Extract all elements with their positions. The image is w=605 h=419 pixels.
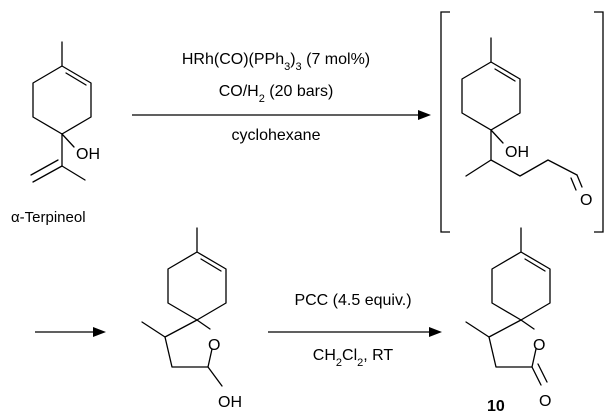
ring-double-bond [200, 258, 222, 272]
step2-condition-solvent: CH2Cl2, RT [313, 347, 394, 369]
isopropenyl-double-bond [30, 159, 63, 183]
methyl-on-ring-bond [141, 321, 166, 338]
step2-condition-oxidant: PCC (4.5 equiv.) [294, 292, 411, 309]
step1-condition-gas: CO/H2 (20 bars) [219, 83, 334, 105]
ring-bonds [461, 61, 521, 131]
side-chain-bonds [465, 129, 578, 177]
left-bracket [440, 11, 450, 233]
ring-double-bond [524, 258, 546, 272]
tetrahydrofuran-bonds [164, 319, 213, 368]
lactone-carbonyl-bond [531, 363, 548, 386]
atom-label-oh: OH [76, 146, 100, 163]
atom-label-carbonyl-o: O [539, 393, 551, 410]
atom-label-ring-o: O [533, 337, 545, 354]
ring-bonds [491, 251, 551, 321]
spiro-lactol-structure: O OH [141, 227, 242, 411]
oh-bond [490, 129, 504, 144]
lead-in-arrowhead [93, 327, 106, 337]
step1-condition-catalyst: HRh(CO)(PPh3)3 (7 mol%) [182, 51, 370, 73]
step2-arrowhead [429, 327, 442, 337]
ring-bonds [32, 65, 92, 135]
step1-condition-solvent: cyclohexane [232, 127, 321, 144]
compound-number: 10 [487, 398, 505, 415]
step1-arrow-group: HRh(CO)(PPh3)3 (7 mol%) CO/H2 (20 bars) … [132, 51, 431, 144]
ring-double-bond [494, 68, 516, 82]
atom-label-oh: OH [505, 144, 529, 161]
right-bracket [594, 11, 604, 233]
spiro-lactone-structure: O O 10 [465, 227, 551, 415]
alpha-terpineol-structure: OH α-Terpineol [11, 41, 100, 226]
lactone-ring-bonds [488, 319, 537, 368]
hydroxyl-bond [207, 366, 223, 387]
step1-arrowhead [418, 110, 431, 120]
step2-arrow-group: PCC (4.5 equiv.) CH2Cl2, RT [268, 292, 442, 369]
oh-bond [61, 133, 75, 148]
starting-material-name: α-Terpineol [11, 209, 86, 226]
ring-double-bond [65, 72, 87, 86]
ring-bonds [167, 251, 227, 321]
intermediate-aldehyde-structure: OH O [461, 37, 592, 209]
atom-label-ring-o: O [208, 337, 220, 354]
isopropenyl-methyl-bond [61, 165, 86, 181]
atom-label-oh: OH [218, 394, 242, 411]
atom-label-o: O [580, 192, 592, 209]
methyl-on-ring-bond [465, 321, 490, 338]
lead-in-arrow-group [35, 327, 106, 337]
carbonyl-double-bond [570, 174, 583, 191]
intermediate-brackets [440, 11, 604, 233]
